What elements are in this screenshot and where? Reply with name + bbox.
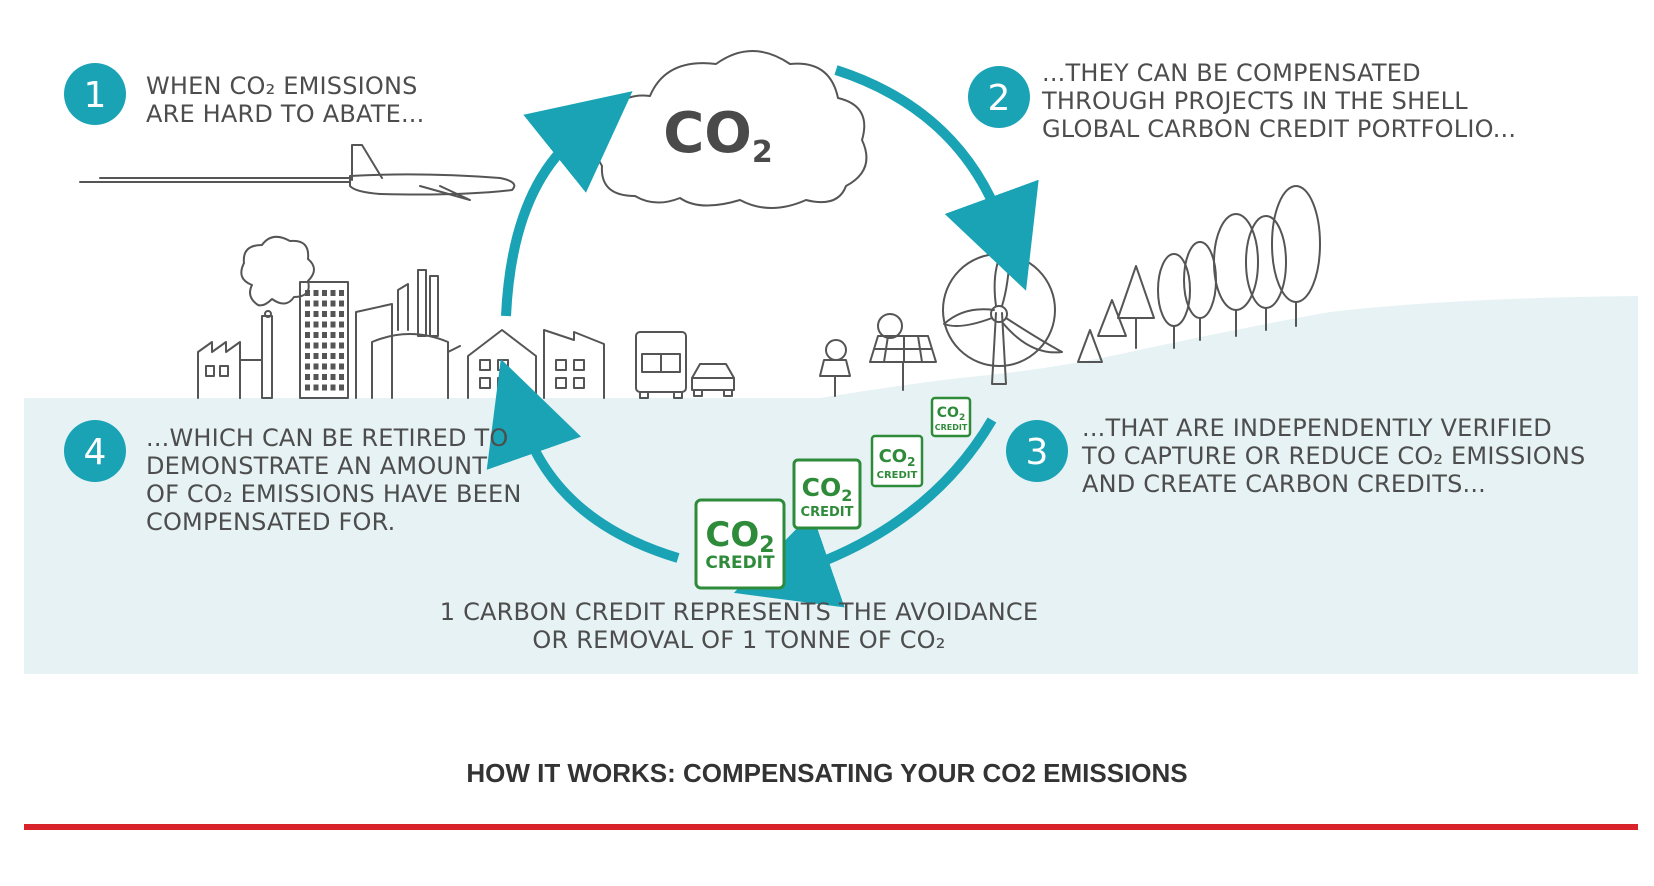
building-window: [314, 353, 319, 359]
building-window: [339, 364, 344, 370]
credit-badge-3: CO2 CREDIT: [794, 460, 860, 528]
building-window: [339, 385, 344, 391]
building-window: [331, 322, 336, 328]
step-3-line-2: TO CAPTURE OR REDUCE CO₂ EMISSIONS: [1081, 442, 1585, 470]
step-2-line-3: GLOBAL CARBON CREDIT PORTFOLIO...: [1042, 115, 1516, 143]
red-divider: [24, 824, 1638, 830]
credit-note-line-2: OR REMOVAL OF 1 TONNE OF CO₂: [532, 626, 945, 654]
building-window: [331, 343, 336, 349]
building-window: [339, 343, 344, 349]
credit-badge-4: CO2 CREDIT: [696, 500, 784, 588]
building-window: [322, 332, 327, 338]
arrow-up-left: [506, 135, 578, 316]
page-title: HOW IT WORKS: COMPENSATING YOUR CO2 EMIS…: [0, 758, 1654, 789]
building-window: [331, 290, 336, 296]
building-window: [331, 311, 336, 317]
step-1-line-1: WHEN CO₂ EMISSIONS: [146, 72, 418, 100]
building-window: [331, 374, 336, 380]
step-3-line-1: ...THAT ARE INDEPENDENTLY VERIFIED: [1082, 414, 1552, 442]
building-window: [314, 343, 319, 349]
building-window: [339, 322, 344, 328]
building-window: [322, 385, 327, 391]
building-window: [331, 353, 336, 359]
building-window: [305, 290, 310, 296]
svg-text:CREDIT: CREDIT: [801, 505, 854, 520]
step-4-line-3: OF CO₂ EMISSIONS HAVE BEEN: [146, 480, 522, 508]
building-window: [339, 301, 344, 307]
airplane-icon: [80, 145, 514, 200]
step-1-line-2: ARE HARD TO ABATE...: [146, 100, 424, 128]
step-3-line-3: AND CREATE CARBON CREDITS...: [1082, 470, 1486, 498]
step-4-line-4: COMPENSATED FOR.: [146, 508, 395, 536]
building-window: [339, 290, 344, 296]
step-4-line-2: DEMONSTRATE AN AMOUNT: [146, 452, 487, 480]
svg-text:CREDIT: CREDIT: [935, 423, 968, 432]
house-icon: [468, 330, 604, 398]
building-window: [322, 343, 327, 349]
step-4-number: 4: [84, 432, 107, 473]
building-window: [305, 311, 310, 317]
building-window: [305, 332, 310, 338]
step-2-line-2: THROUGH PROJECTS IN THE SHELL: [1041, 87, 1468, 115]
building-window: [305, 353, 310, 359]
building-window: [331, 385, 336, 391]
building-window: [322, 364, 327, 370]
office-building-icon: [300, 282, 348, 398]
building-window: [305, 343, 310, 349]
credit-note-line-1: 1 CARBON CREDIT REPRESENTS THE AVOIDANCE: [440, 598, 1038, 626]
building-window: [322, 301, 327, 307]
building-window: [305, 364, 310, 370]
building-window: [314, 374, 319, 380]
building-window: [331, 332, 336, 338]
co2-cloud: CO2: [596, 51, 867, 208]
cloud-co2-text: CO2: [663, 101, 773, 170]
credit-badge-1: CO2 CREDIT: [932, 398, 970, 436]
building-window: [314, 385, 319, 391]
building-window: [322, 322, 327, 328]
car-icon: [692, 364, 734, 396]
step-2: 2 ...THEY CAN BE COMPENSATED THROUGH PRO…: [968, 59, 1516, 143]
step-3-number: 3: [1026, 432, 1049, 473]
building-window: [339, 332, 344, 338]
building-window: [331, 364, 336, 370]
wind-turbine-icon: [943, 240, 1062, 384]
building-window: [314, 332, 319, 338]
factory-icon: [198, 237, 314, 398]
building-window: [314, 301, 319, 307]
svg-text:CREDIT: CREDIT: [705, 553, 775, 573]
building-window: [305, 301, 310, 307]
step-4-line-1: ...WHICH CAN BE RETIRED TO: [146, 424, 508, 452]
building-window: [331, 301, 336, 307]
svg-text:CREDIT: CREDIT: [877, 470, 918, 481]
step-1: 1 WHEN CO₂ EMISSIONS ARE HARD TO ABATE..…: [64, 63, 424, 128]
building-window: [305, 374, 310, 380]
building-window: [322, 311, 327, 317]
building-window: [314, 311, 319, 317]
building-window: [339, 353, 344, 359]
credit-badge-2: CO2 CREDIT: [872, 436, 922, 486]
step-2-line-1: ...THEY CAN BE COMPENSATED: [1042, 59, 1421, 87]
building-window: [305, 322, 310, 328]
building-window: [339, 311, 344, 317]
building-window: [339, 374, 344, 380]
building-window: [322, 353, 327, 359]
building-window: [314, 364, 319, 370]
building-window: [322, 374, 327, 380]
building-window: [314, 290, 319, 296]
step-2-number: 2: [988, 78, 1011, 119]
truck-icon: [636, 332, 686, 398]
step-1-number: 1: [84, 75, 107, 116]
building-window: [322, 290, 327, 296]
building-window: [314, 322, 319, 328]
plant-icon: [356, 270, 460, 398]
building-window: [305, 385, 310, 391]
